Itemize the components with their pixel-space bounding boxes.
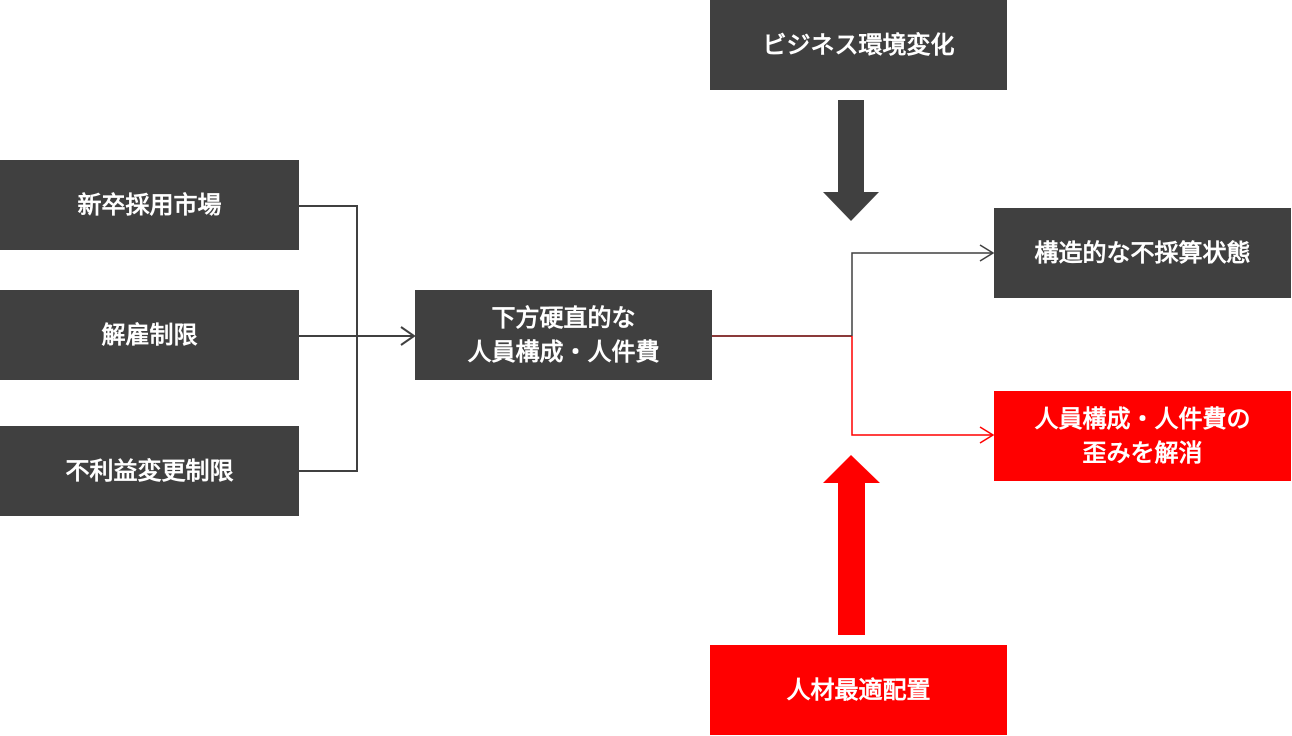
label-rigid-structure-line-1: 下方硬直的な [491,304,636,332]
box-rigid-structure: 下方硬直的な 人員構成・人件費 [415,290,712,380]
connector-to-structural [851,252,992,336]
box-dismissal-restriction: 解雇制限 [0,290,299,380]
label-business-change: ビジネス環境変化 [762,31,955,59]
label-resolve-distortion-line-2: 歪みを解消 [1082,439,1203,467]
connector-adverse [299,336,358,472]
box-adverse-change-restriction: 不利益変更制限 [0,426,299,516]
label-resolve-distortion-line-1: 人員構成・人件費の [1034,405,1251,433]
label-new-grad-market: 新卒採用市場 [77,191,222,219]
arrowhead-to-structural [979,244,995,262]
box-business-change: ビジネス環境変化 [710,0,1007,90]
down-arrow-icon [823,100,879,221]
box-new-grad-market: 新卒採用市場 [0,160,299,250]
arrowhead-to-rigid [400,326,416,346]
connector-to-resolve [851,336,992,436]
box-resolve-distortion: 人員構成・人件費の 歪みを解消 [994,391,1291,481]
arrowhead-to-resolve [979,426,995,444]
label-optimal-placement: 人材最適配置 [786,676,931,704]
connector-new-grad [299,205,358,336]
label-adverse-change-restriction: 不利益変更制限 [65,457,234,485]
label-dismissal-restriction: 解雇制限 [101,321,198,349]
box-optimal-placement: 人材最適配置 [710,645,1007,735]
label-rigid-structure-line-2: 人員構成・人件費 [467,338,660,366]
label-structural-deficit: 構造的な不採算状態 [1034,239,1251,267]
up-arrow-icon [823,455,880,635]
box-structural-deficit: 構造的な不採算状態 [994,208,1291,298]
